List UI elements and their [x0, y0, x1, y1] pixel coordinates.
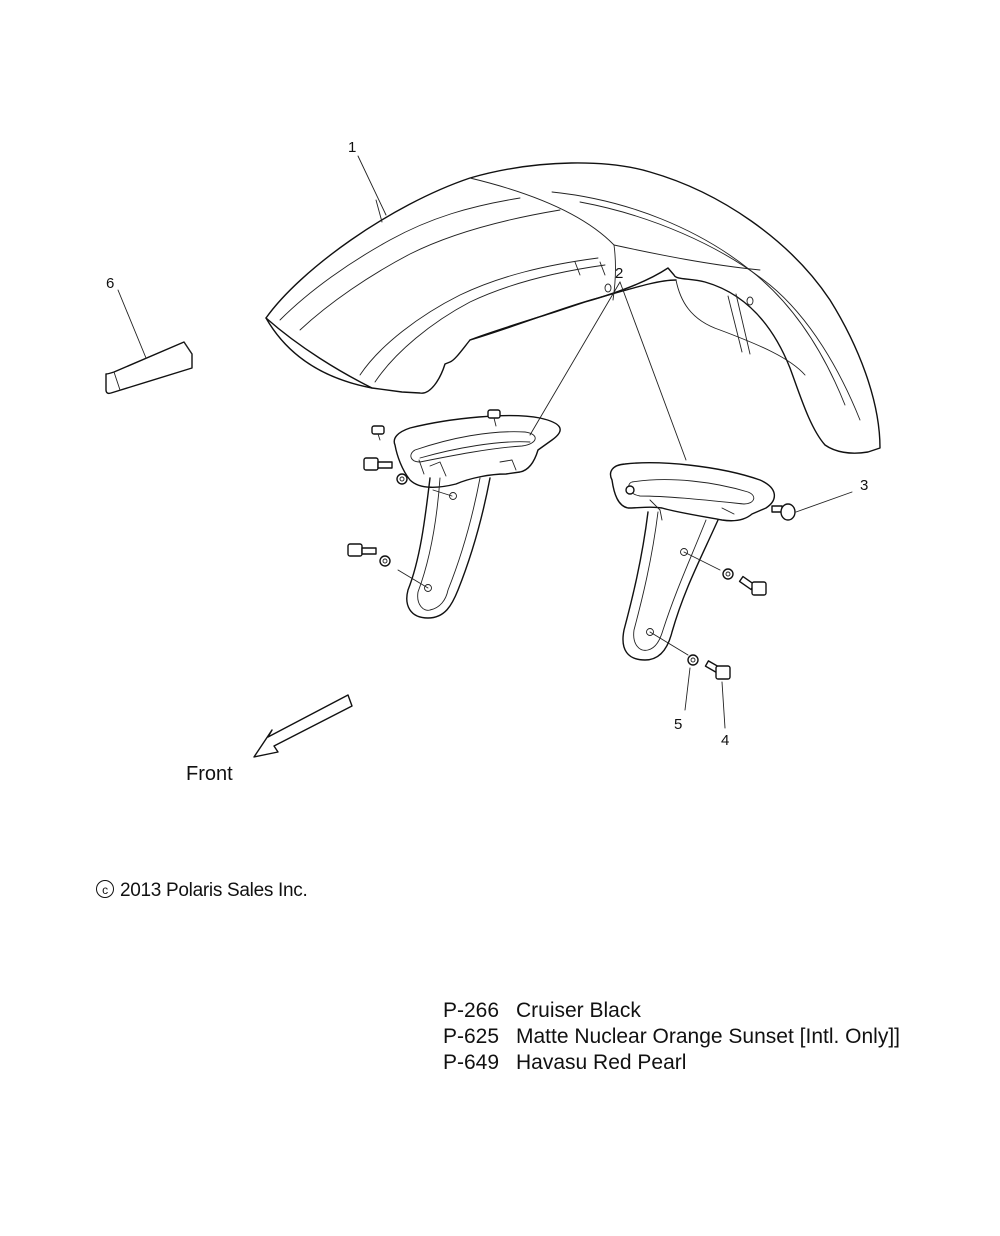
fasteners: [347, 409, 796, 680]
paint-code-row: P-266 Cruiser Black: [443, 998, 900, 1024]
paint-code-row: P-625 Matte Nuclear Orange Sunset [Intl.…: [443, 1024, 900, 1050]
callout-6: 6: [106, 275, 114, 292]
screw-small-b: [487, 409, 501, 427]
callout-1: 1: [348, 139, 356, 156]
paint-name: Matte Nuclear Orange Sunset [Intl. Only]…: [516, 1025, 901, 1048]
bolt-left-top: [363, 457, 393, 471]
screw-small-a: [371, 425, 385, 441]
trim-strip: [105, 341, 193, 395]
rivet-part-3: [771, 503, 796, 521]
callout-2: 2: [615, 265, 623, 282]
paint-name: Havasu Red Pearl: [516, 1051, 687, 1074]
paint-name: Cruiser Black: [516, 999, 641, 1022]
right-fender-bracket: [609, 462, 775, 661]
callout-3: 3: [860, 477, 868, 494]
front-direction-arrow: [253, 694, 353, 758]
front-label: Front: [186, 763, 233, 785]
callout-5: 5: [674, 716, 682, 733]
paint-code: P-625: [443, 1025, 500, 1048]
copyright-symbol: c: [96, 880, 114, 898]
leader-lines: [117, 155, 853, 729]
paint-code: P-649: [443, 1051, 500, 1074]
copyright-text: 2013 Polaris Sales Inc.: [120, 880, 308, 901]
copyright-notice: c 2013 Polaris Sales Inc.: [96, 880, 308, 902]
bolt-right-upper: [738, 575, 767, 596]
paint-code-list: P-266 Cruiser Black P-625 Matte Nuclear …: [443, 998, 900, 1076]
front-fender: [265, 162, 881, 454]
callout-4: 4: [721, 732, 729, 749]
paint-code: P-266: [443, 999, 500, 1022]
bolt-right-lower: [704, 660, 731, 680]
paint-code-row: P-649 Havasu Red Pearl: [443, 1050, 900, 1076]
left-fender-bracket: [393, 414, 561, 619]
bolt-left-lower: [347, 543, 377, 557]
